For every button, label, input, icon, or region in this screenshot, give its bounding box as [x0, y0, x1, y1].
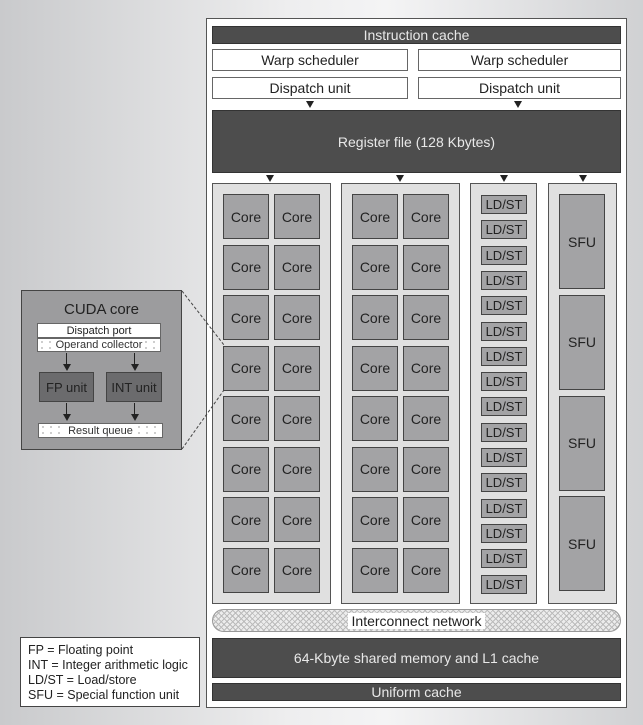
core: Core	[403, 446, 449, 492]
core: Core	[274, 345, 320, 391]
ld-st-unit: LD/ST	[481, 473, 527, 493]
legend-item: INT = Integer arithmetic logic	[28, 658, 188, 672]
core: Core	[352, 244, 398, 290]
arrow-icon	[396, 175, 404, 182]
sfu: SFU	[559, 194, 605, 289]
ld-st-unit: LD/ST	[481, 549, 527, 569]
arrow-stem	[134, 353, 135, 365]
operand-collector-label: Operand collector	[53, 339, 145, 351]
ld-st-unit: LD/ST	[481, 321, 527, 341]
core: Core	[352, 345, 398, 391]
ld-st-unit: LD/ST	[481, 397, 527, 417]
arrow-icon	[63, 414, 71, 421]
result-queue: Result queue	[38, 423, 163, 438]
ld-st-unit: LD/ST	[481, 346, 527, 366]
arrow-icon	[131, 414, 139, 421]
core: Core	[274, 244, 320, 290]
core: Core	[403, 547, 449, 593]
core: Core	[274, 295, 320, 340]
arrow-icon	[579, 175, 587, 182]
ld-st-unit: LD/ST	[481, 296, 527, 316]
core: Core	[403, 345, 449, 391]
arrow-stem	[134, 403, 135, 415]
legend: FP = Floating point INT = Integer arithm…	[20, 637, 200, 707]
core: Core	[223, 497, 269, 542]
dispatch-unit-2: Dispatch unit	[418, 77, 621, 99]
core: Core	[274, 194, 320, 239]
arrow-icon	[306, 101, 314, 108]
fp-unit: FP unit	[39, 372, 94, 402]
core: Core	[223, 396, 269, 441]
arrow-icon	[514, 101, 522, 108]
instruction-cache: Instruction cache	[212, 26, 621, 44]
shared-memory-l1-cache: 64-Kbyte shared memory and L1 cache	[212, 638, 621, 678]
core: Core	[274, 396, 320, 441]
ld-st-unit: LD/ST	[481, 422, 527, 442]
arrow-icon	[500, 175, 508, 182]
result-queue-label: Result queue	[66, 424, 135, 437]
core: Core	[352, 547, 398, 593]
dispatch-unit-1: Dispatch unit	[212, 77, 408, 99]
core: Core	[352, 497, 398, 542]
arrow-icon	[131, 364, 139, 371]
arrow-stem	[66, 353, 67, 365]
warp-scheduler-1: Warp scheduler	[212, 49, 408, 71]
core: Core	[274, 446, 320, 492]
interconnect-label: Interconnect network	[347, 612, 486, 629]
ld-st-unit: LD/ST	[481, 498, 527, 518]
core: Core	[403, 244, 449, 290]
core: Core	[352, 295, 398, 340]
cuda-core-title: CUDA core	[63, 301, 140, 318]
core: Core	[223, 446, 269, 492]
int-unit: INT unit	[106, 372, 162, 402]
legend-item: LD/ST = Load/store	[28, 673, 137, 687]
ld-st-unit: LD/ST	[481, 372, 527, 392]
warp-scheduler-2: Warp scheduler	[418, 49, 621, 71]
ld-st-unit: LD/ST	[481, 448, 527, 467]
core: Core	[223, 547, 269, 593]
operand-collector: Operand collector	[37, 338, 161, 352]
interconnect-network: Interconnect network	[212, 609, 621, 632]
arrow-stem	[66, 403, 67, 415]
core: Core	[274, 497, 320, 542]
legend-item: FP = Floating point	[28, 643, 134, 657]
dispatch-port: Dispatch port	[37, 323, 161, 338]
core: Core	[352, 194, 398, 239]
core: Core	[352, 446, 398, 492]
ld-st-unit: LD/ST	[481, 220, 527, 240]
arrow-icon	[63, 364, 71, 371]
core: Core	[403, 497, 449, 542]
ld-st-unit: LD/ST	[481, 574, 527, 594]
core: Core	[403, 295, 449, 340]
legend-item: SFU = Special function unit	[28, 688, 180, 702]
core: Core	[403, 194, 449, 239]
register-file: Register file (128 Kbytes)	[212, 110, 621, 173]
ld-st-unit: LD/ST	[481, 523, 527, 543]
ld-st-unit: LD/ST	[481, 270, 527, 290]
core: Core	[352, 396, 398, 441]
arrow-icon	[266, 175, 274, 182]
sfu: SFU	[559, 395, 605, 491]
ld-st-unit: LD/ST	[481, 195, 527, 214]
core: Core	[223, 295, 269, 340]
sfu: SFU	[559, 496, 605, 592]
ld-st-unit: LD/ST	[481, 245, 527, 265]
core: Core	[223, 194, 269, 239]
core: Core	[223, 244, 269, 290]
core: Core	[274, 547, 320, 593]
core: Core	[403, 396, 449, 441]
uniform-cache: Uniform cache	[212, 683, 621, 701]
core: Core	[223, 345, 269, 391]
sfu: SFU	[559, 294, 605, 390]
